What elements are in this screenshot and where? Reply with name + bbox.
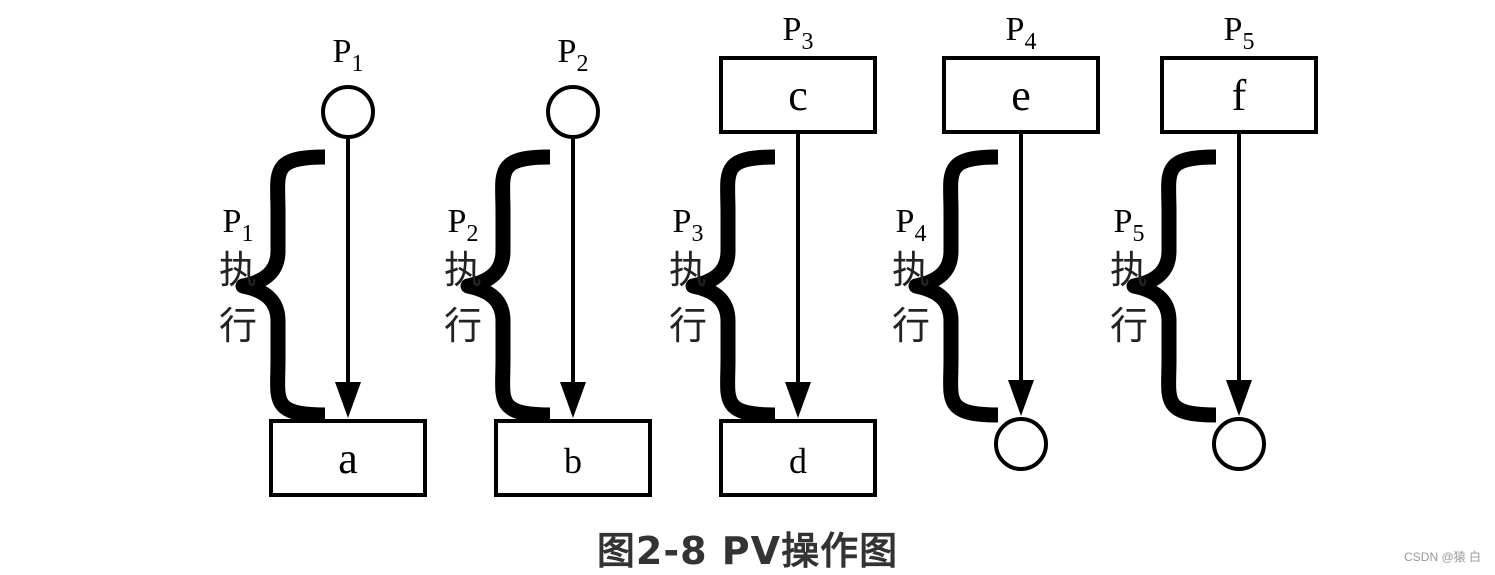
process-label-p2: P2 — [558, 33, 589, 77]
side-label-p2: P2 — [448, 203, 479, 247]
side-label-p3: P3 — [673, 203, 704, 247]
bottom-box-label: d — [789, 441, 807, 481]
execution-brace — [685, 149, 776, 423]
side-char-zhi: 执 — [892, 248, 930, 292]
bottom-box-label: b — [564, 441, 582, 481]
watermark: CSDN @猿 白 — [1404, 550, 1481, 564]
bottom-box-label: a — [338, 434, 358, 483]
execution-brace — [235, 149, 326, 423]
top-box-label: f — [1232, 71, 1247, 120]
side-char-xing: 行 — [1110, 304, 1148, 348]
top-box — [942, 56, 1100, 134]
process-label-p1: P1 — [333, 33, 364, 77]
side-char-zhi: 执 — [1110, 248, 1148, 292]
side-label-p1: P1 — [223, 203, 254, 247]
bottom-circle — [1212, 417, 1266, 471]
side-char-zhi: 执 — [669, 248, 707, 292]
bottom-box — [719, 419, 877, 497]
side-char-xing: 行 — [219, 304, 257, 348]
arrow-head — [785, 382, 811, 418]
top-circle — [546, 85, 600, 139]
side-char-xing: 行 — [669, 304, 707, 348]
bottom-box — [494, 419, 652, 497]
top-box-label: e — [1011, 71, 1031, 120]
side-char-zhi: 执 — [219, 248, 257, 292]
process-label-p5: P5 — [1224, 11, 1255, 55]
side-char-xing: 行 — [892, 304, 930, 348]
top-box-label: c — [788, 71, 808, 120]
side-label-p5: P5 — [1114, 203, 1145, 247]
bottom-circle — [994, 417, 1048, 471]
execution-brace — [460, 149, 551, 423]
side-char-zhi: 执 — [444, 248, 482, 292]
arrow-head — [335, 382, 361, 418]
process-label-p3: P3 — [783, 11, 814, 55]
side-label-p4: P4 — [896, 203, 927, 247]
figure-caption: 图2-8 PV操作图 — [596, 529, 899, 573]
bottom-box — [269, 419, 427, 497]
arrow-head — [1226, 380, 1252, 416]
execution-brace — [1126, 149, 1217, 423]
top-box — [719, 56, 877, 134]
top-circle — [321, 85, 375, 139]
execution-brace — [908, 149, 999, 423]
arrow-head — [560, 382, 586, 418]
arrow-head — [1008, 380, 1034, 416]
process-label-p4: P4 — [1006, 11, 1037, 55]
side-char-xing: 行 — [444, 304, 482, 348]
top-box — [1160, 56, 1318, 134]
